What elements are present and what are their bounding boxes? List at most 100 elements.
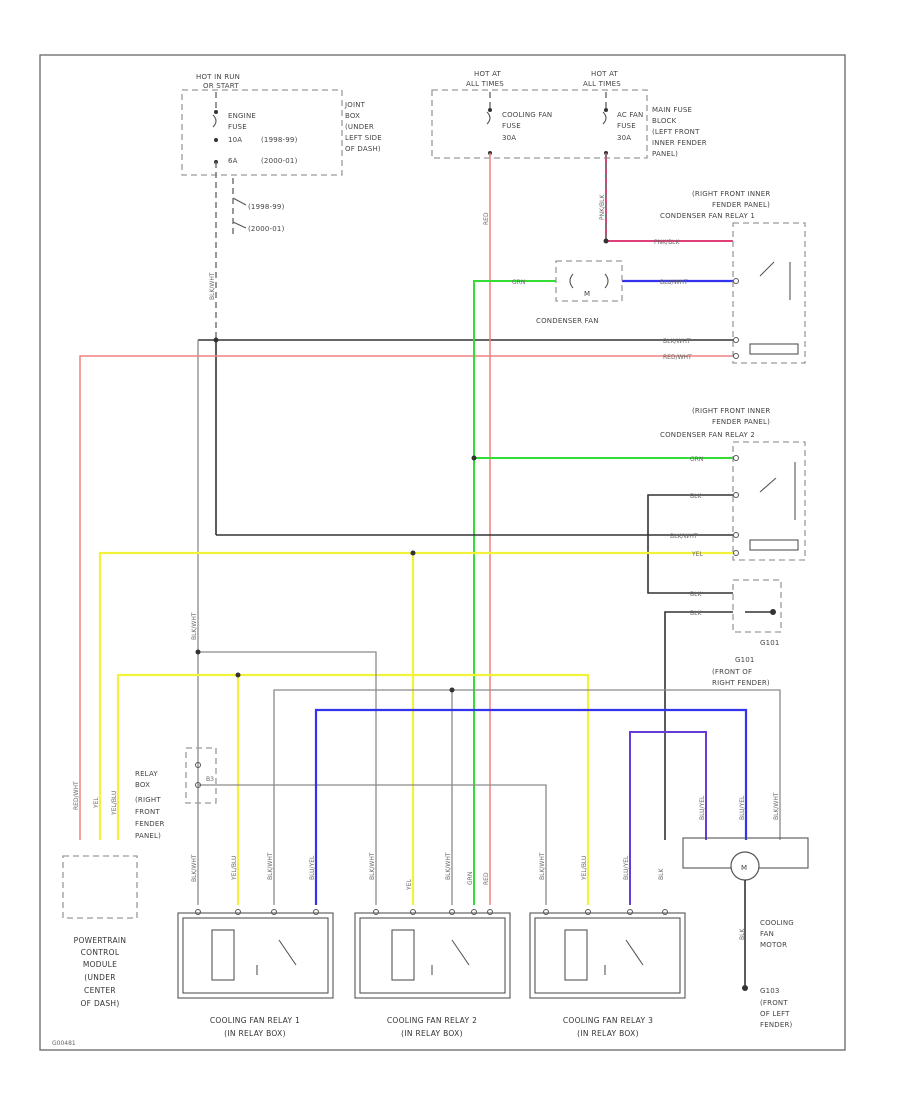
svg-text:BLK/WHT: BLK/WHT (369, 852, 376, 880)
svg-text:30A: 30A (617, 134, 631, 142)
svg-text:YEL/BLU: YEL/BLU (231, 856, 238, 881)
svg-text:G101: G101 (760, 639, 780, 647)
ground-g101: G101 G101 (FRONT OF RIGHT FENDER) (712, 579, 782, 687)
svg-text:BLU/YEL: BLU/YEL (699, 795, 706, 820)
power-header-left: HOT IN RUN OR START (196, 73, 240, 90)
svg-text:BLK/WHT: BLK/WHT (191, 612, 198, 640)
svg-text:BLU/YEL: BLU/YEL (739, 795, 746, 820)
wire-blu-yel-relay3 (629, 731, 707, 905)
svg-text:BLOCK: BLOCK (652, 117, 677, 125)
svg-text:GRN: GRN (690, 456, 703, 463)
ac-fan-fuse-symbol (602, 92, 608, 155)
svg-text:FENDER PANEL): FENDER PANEL) (712, 201, 770, 209)
svg-text:YEL: YEL (406, 879, 413, 891)
svg-text:GRN: GRN (512, 279, 525, 286)
svg-text:30A: 30A (502, 134, 516, 142)
svg-text:INNER FENDER: INNER FENDER (652, 139, 707, 147)
svg-text:(RIGHT: (RIGHT (135, 796, 161, 804)
wire-yel-blu-relay3 (116, 673, 590, 905)
cooling-fan-fuse-label: COOLING FAN FUSE 30A (502, 111, 552, 142)
svg-text:JOINT: JOINT (344, 101, 366, 109)
svg-text:RED/WHT: RED/WHT (73, 781, 80, 810)
powertrain-control-module: POWERTRAIN CONTROL MODULE (UNDER CENTER … (62, 855, 138, 1008)
svg-text:6A: 6A (228, 157, 238, 165)
svg-text:OF DASH): OF DASH) (80, 999, 119, 1008)
svg-text:BLK/WHT: BLK/WHT (670, 533, 698, 540)
svg-text:BLK/WHT: BLK/WHT (267, 852, 274, 880)
svg-text:(LEFT FRONT: (LEFT FRONT (652, 128, 700, 136)
svg-text:(2000-01): (2000-01) (248, 225, 285, 233)
svg-text:OF LEFT: OF LEFT (760, 1010, 790, 1018)
svg-text:BLK/WHT: BLK/WHT (191, 854, 198, 882)
svg-text:10A: 10A (228, 136, 242, 144)
svg-text:COOLING: COOLING (760, 919, 794, 927)
cooling-fan-fuse-symbol (486, 92, 492, 155)
svg-text:OF DASH): OF DASH) (345, 145, 381, 153)
svg-text:ALL TIMES: ALL TIMES (583, 80, 621, 88)
relay-box-connector: B3 RELAY BOX (RIGHT FRONT FENDER PANEL) (135, 747, 217, 840)
svg-text:BLK/WHT: BLK/WHT (663, 338, 691, 345)
svg-text:FENDER PANEL): FENDER PANEL) (712, 418, 770, 426)
svg-text:(UNDER: (UNDER (84, 973, 116, 982)
diagram-frame (39, 54, 846, 1051)
svg-text:(IN RELAY BOX): (IN RELAY BOX) (224, 1029, 286, 1038)
diode-years-label: (1998-99) (2000-01) (232, 178, 285, 238)
svg-text:G101: G101 (735, 656, 755, 664)
engine-fuse-label: ENGINE FUSE 10A 6A (1998-99) (2000-01) (228, 112, 298, 165)
svg-text:MAIN FUSE: MAIN FUSE (652, 106, 692, 114)
joint-box-label: JOINT BOX (UNDER LEFT SIDE OF DASH) (344, 101, 382, 153)
svg-text:YEL/BLU: YEL/BLU (111, 791, 118, 816)
svg-text:CONTROL: CONTROL (81, 948, 120, 957)
svg-text:COOLING FAN RELAY 3: COOLING FAN RELAY 3 (563, 1016, 653, 1025)
svg-text:RED/WHT: RED/WHT (663, 354, 692, 361)
svg-text:BLK/WHT: BLK/WHT (773, 792, 780, 820)
cooling-fan-relay-3 (529, 909, 686, 999)
svg-text:(1998-99): (1998-99) (248, 203, 285, 211)
power-header-mid: HOT AT ALL TIMES (466, 70, 504, 88)
main-fuse-block-label: MAIN FUSE BLOCK (LEFT FRONT INNER FENDER… (652, 106, 707, 158)
condenser-fan-symbol: M (555, 260, 623, 302)
svg-text:MOTOR: MOTOR (760, 941, 787, 949)
vertical-wire-labels: BLK/WHT RED PNK/BLK BLK/WHT RED/WHT YEL … (73, 193, 780, 940)
svg-text:LEFT SIDE: LEFT SIDE (345, 134, 382, 142)
svg-text:(2000-01): (2000-01) (261, 157, 298, 165)
svg-text:FUSE: FUSE (502, 122, 521, 130)
wire-red-wht-pcm (79, 355, 733, 840)
svg-text:RED: RED (483, 212, 490, 225)
svg-text:COOLING FAN RELAY 2: COOLING FAN RELAY 2 (387, 1016, 477, 1025)
svg-text:RELAY: RELAY (135, 770, 158, 778)
svg-text:HOT AT: HOT AT (591, 70, 619, 78)
svg-text:BLU/YEL: BLU/YEL (309, 855, 316, 880)
joint-box-outline (181, 89, 343, 176)
svg-text:YEL: YEL (93, 797, 100, 809)
svg-text:AC FAN: AC FAN (617, 111, 643, 119)
svg-text:HOT IN RUN: HOT IN RUN (196, 73, 240, 81)
svg-text:FRONT: FRONT (135, 808, 160, 816)
svg-text:POWERTRAIN: POWERTRAIN (74, 936, 127, 945)
svg-text:BLU/YEL: BLU/YEL (623, 855, 630, 880)
svg-text:MODULE: MODULE (83, 960, 117, 969)
svg-text:FUSE: FUSE (228, 123, 247, 131)
svg-text:B3: B3 (206, 776, 214, 783)
ac-fan-fuse-label: AC FAN FUSE 30A (617, 111, 643, 142)
svg-text:(UNDER: (UNDER (345, 123, 374, 131)
svg-text:PANEL): PANEL) (135, 832, 161, 840)
svg-text:ALL TIMES: ALL TIMES (466, 80, 504, 88)
svg-text:FENDER: FENDER (135, 820, 165, 828)
wire-blk-wht-relay3-feed (198, 784, 547, 905)
svg-text:M: M (741, 864, 747, 872)
relay-captions: COOLING FAN RELAY 1 (IN RELAY BOX) COOLI… (210, 1016, 653, 1038)
cooling-fan-relay-2 (354, 909, 511, 999)
svg-text:CONDENSER FAN RELAY 2: CONDENSER FAN RELAY 2 (660, 431, 755, 439)
svg-text:G103: G103 (760, 987, 780, 995)
svg-text:COOLING FAN RELAY 1: COOLING FAN RELAY 1 (210, 1016, 300, 1025)
svg-text:BLK/WHT: BLK/WHT (445, 852, 452, 880)
svg-text:YEL: YEL (691, 551, 703, 558)
svg-text:BLU/WHT: BLU/WHT (660, 279, 688, 286)
condenser-fan-label: CONDENSER FAN (536, 317, 599, 325)
svg-text:YEL/BLU: YEL/BLU (581, 856, 588, 881)
svg-text:BLK/WHT: BLK/WHT (209, 272, 216, 300)
svg-text:BLK: BLK (658, 868, 665, 880)
svg-text:(IN RELAY BOX): (IN RELAY BOX) (577, 1029, 639, 1038)
engine-fuse-symbol (212, 92, 218, 164)
